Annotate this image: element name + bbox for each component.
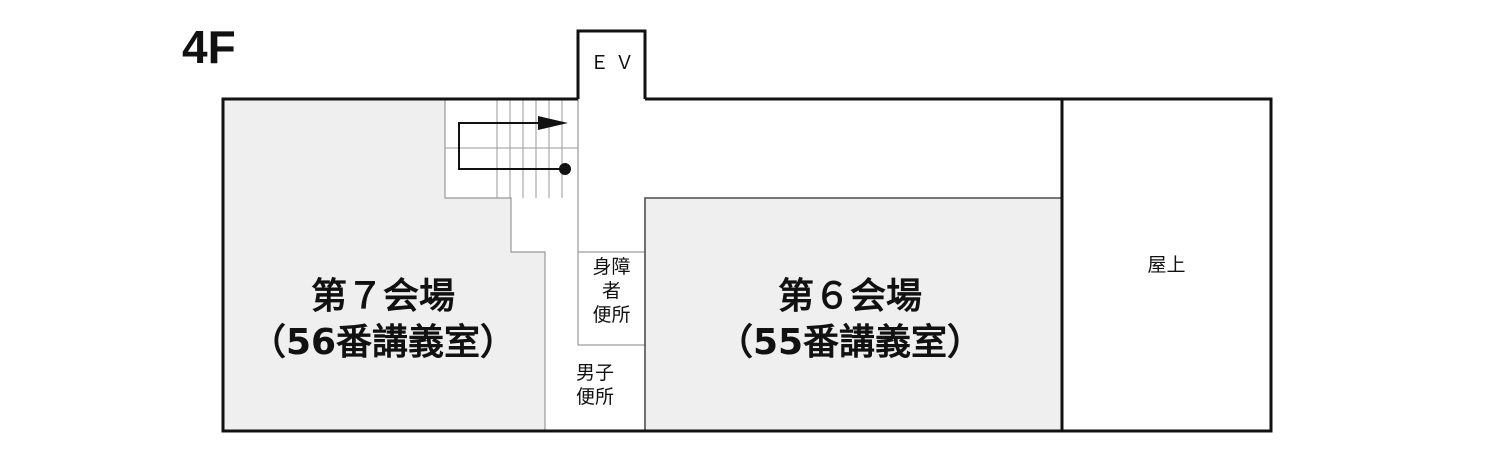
room-7-area — [223, 99, 545, 431]
stair-direction-line — [458, 122, 565, 170]
room-6-border — [644, 197, 1062, 431]
room-6-area — [645, 198, 1062, 431]
building-outline — [221, 97, 1273, 433]
mens-toilet-label: 男子 便所 — [575, 362, 614, 408]
room-6-lecture-hall: （55番講義室） — [716, 322, 984, 364]
room-7-lecture-hall: （56番講義室） — [249, 322, 517, 364]
staircase — [445, 99, 578, 198]
accessible-toilet-label: 身障 者 便所 — [592, 256, 631, 326]
room-6-label: 第６会場 （55番講義室） — [700, 274, 1000, 366]
stair-arrow-icon — [538, 116, 568, 130]
room-7-label: 第７会場 （56番講義室） — [233, 274, 533, 366]
elevator-label: ＥＶ — [589, 52, 640, 74]
stair-start-dot — [559, 163, 571, 175]
room-7-name: 第７会場 — [310, 276, 455, 317]
room-6-name: 第６会場 — [777, 276, 922, 317]
elevator-box — [576, 29, 647, 99]
floor-label: 4F — [182, 21, 236, 73]
rooftop-label: 屋上 — [1147, 254, 1186, 276]
